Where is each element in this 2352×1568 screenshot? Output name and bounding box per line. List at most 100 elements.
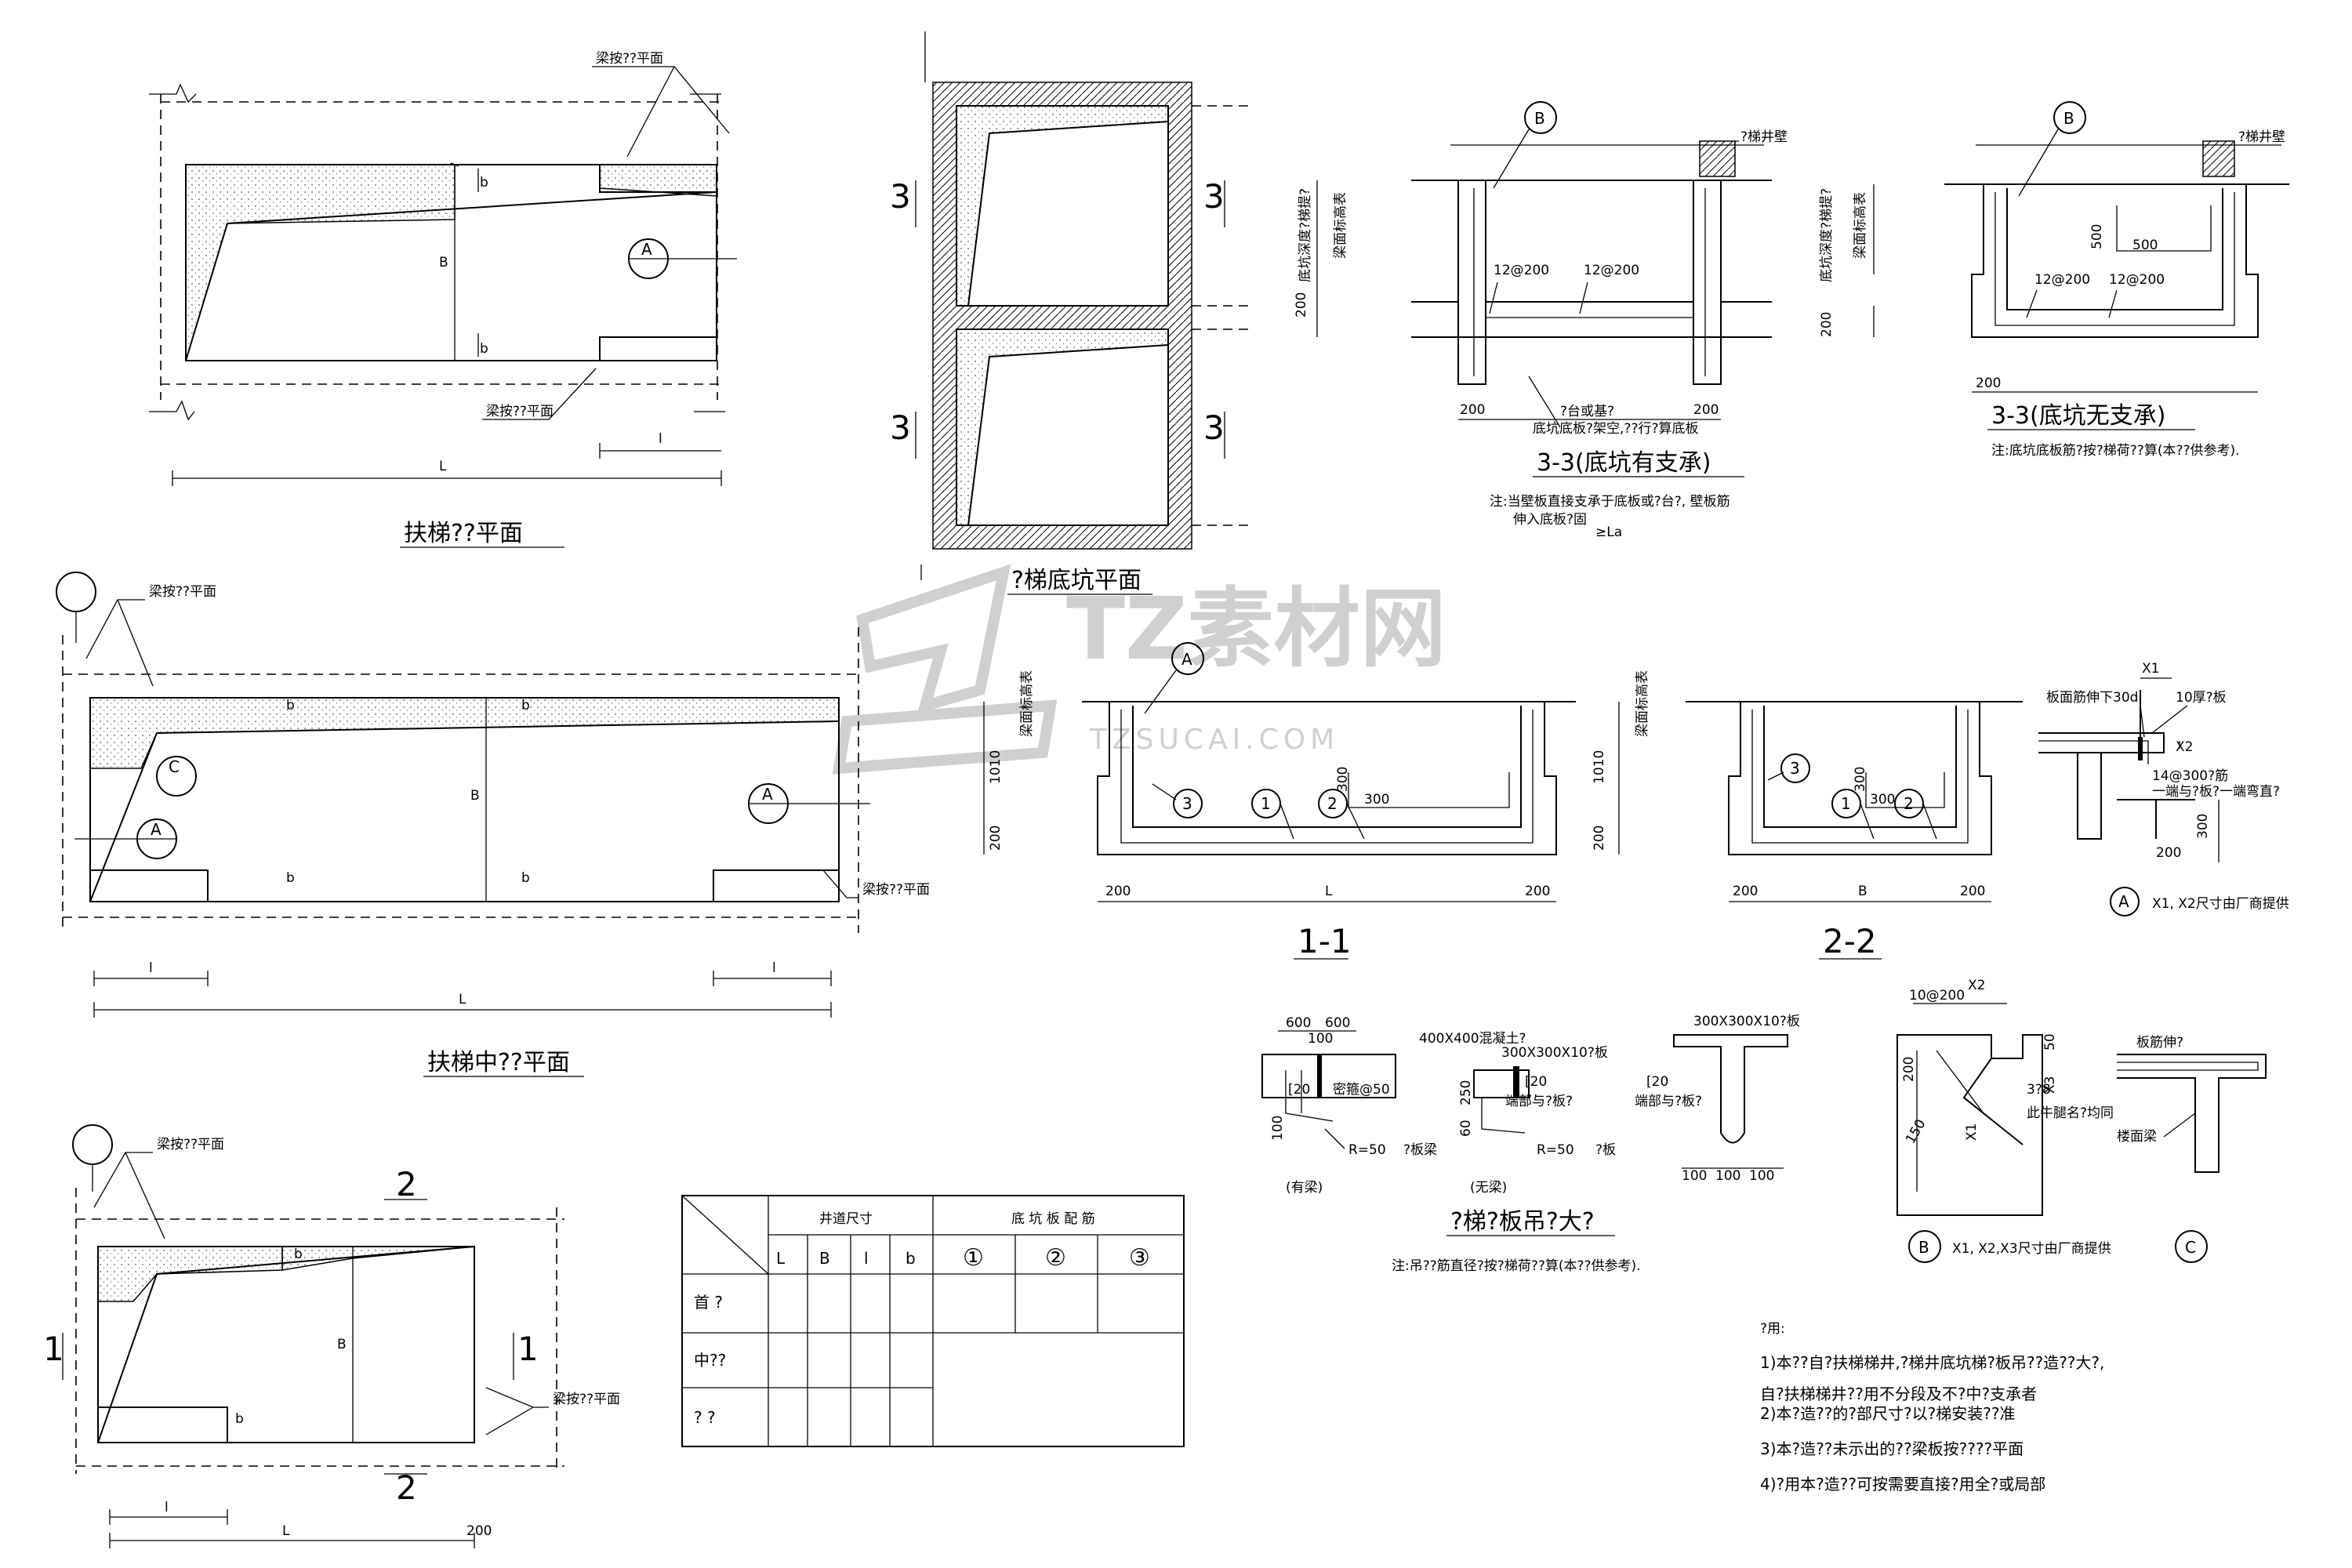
plan-top-title: 扶梯??平面	[404, 520, 523, 547]
detailA-note3: 14@300?筋	[2152, 768, 2228, 784]
detailA-dim300: 300	[2195, 814, 2211, 839]
detailA-note4: 一端与?板?一端弯直?	[2152, 784, 2280, 800]
sec11-note-left: 梁面标高表	[1019, 670, 1035, 737]
plan-mid-dim-b4: b	[521, 870, 530, 886]
sec11-dim300: 300	[1335, 767, 1351, 792]
sec11: 300 300 A 3 1 2 1010 200 梁面标高表 200 L 200…	[983, 642, 1576, 960]
plan-bottom-dim200: 200	[466, 1523, 492, 1539]
hook-weld1: 端部与?板?	[1505, 1094, 1573, 1109]
sec33s-note-left2: 梁面标高表	[1333, 192, 1348, 259]
plan-top-dim-l: l	[659, 431, 662, 447]
hook-concrete: 400X400混凝土?	[1419, 1031, 1526, 1047]
sec22: 300 300 3 1 2 1010 200 梁面标高表 200 B 200 2…	[1592, 670, 2023, 960]
detailB-tag: B	[1918, 1238, 1929, 1257]
plan-top-dim-b1: b	[480, 175, 488, 191]
detailA-tag: A	[2118, 892, 2129, 911]
sec22-dim300b: 300	[1870, 792, 1895, 808]
detailB-dim8: 3?8	[2027, 1082, 2051, 1098]
notes-item-1: 1)本??自?扶梯梯井,?梯井底坑梯?板吊??造??大?,	[1760, 1353, 2104, 1372]
notes-item-4: 3)本?造??未示出的??梁板按????平面	[1760, 1439, 2024, 1458]
pit-plan-sec3-br: 3	[1203, 408, 1225, 447]
sec33s-footnote1: 注:当壁板直接支承于底板或?台?, 壁板筋	[1490, 494, 1730, 510]
sec22-title: 2-2	[1823, 922, 1877, 960]
detailB-dim200: 200	[1901, 1057, 1917, 1082]
plan-mid-tag-A-right: A	[762, 785, 773, 804]
sec11-title: 1-1	[1298, 922, 1352, 960]
sec11-dim200-r: 200	[1525, 884, 1550, 899]
plan-top: B b b A 梁按??平面 梁按??平面 L l 扶梯??平面	[149, 51, 737, 548]
axis-circle-bottom	[72, 1124, 113, 1165]
detailC-note2: 楼面梁	[2117, 1129, 2157, 1145]
hook-dim600b: 600	[1325, 1015, 1350, 1031]
hook-dims100-0: 100	[1682, 1168, 1707, 1184]
sec22-dim-B: B	[1858, 884, 1867, 899]
notes-item-3: 2)本?造??的?部尺寸?以?梯安装??准	[1760, 1404, 2015, 1423]
pit-plan-title: ?梯底坑平面	[1011, 567, 1142, 594]
table-col-L: L	[776, 1249, 786, 1268]
hook-dims100-1: 100	[1715, 1168, 1740, 1184]
sec22-note-left: 梁面标高表	[1635, 670, 1650, 737]
hook-dim250: 250	[1458, 1080, 1474, 1105]
sec33u-wall-label: ?梯井壁	[2238, 129, 2285, 145]
notes-title: ?用:	[1760, 1321, 1785, 1337]
hook-plate2: 300X300X10?板	[1693, 1014, 1800, 1029]
hook-footnote: 注:吊??筋直径?按?梯荷??算(本??供参考).	[1392, 1258, 1641, 1274]
sec33u-dim200: 200	[1976, 376, 2001, 391]
hook-r50a: R=50	[1348, 1142, 1386, 1158]
table-col-B: B	[819, 1249, 830, 1268]
sec22-dim200: 200	[1592, 826, 1607, 851]
sec11-dim1010: 1010	[988, 750, 1004, 784]
sec22-dim300a: 300	[1853, 767, 1868, 792]
sec33s-note-left: 底坑深度?梯提?	[1298, 188, 1313, 282]
plan-bottom: B b b 梁按??平面 梁按??平面 1 1 2 2 l L 200	[43, 1124, 620, 1548]
hook-bar20b: [20	[1525, 1074, 1547, 1090]
notes-item-5: 4)?用本?造??可按需要直接?用全?或局部	[1760, 1475, 2045, 1494]
plan-top-dim-L: L	[439, 459, 447, 474]
sec11-bar2: 2	[1327, 794, 1338, 813]
hook-detail: 600 600 100 [20 密箍@50 R=50 ?板梁 100 (有梁) …	[1261, 1014, 1800, 1274]
detailC-tag: C	[2185, 1238, 2196, 1257]
sec33u-note-left: 底坑深度?梯提?	[1819, 188, 1835, 282]
hook-dim100: 100	[1308, 1031, 1333, 1047]
plan-bottom-beam-note-bottom: 梁按??平面	[553, 1392, 620, 1407]
detailB-dim50: 50	[2042, 1033, 2058, 1051]
sec33u-dim500b: 500	[2132, 238, 2158, 253]
pit-plan-sec3-bl: 3	[890, 408, 911, 447]
detailA-note2: 10厚?板	[2176, 690, 2227, 706]
hook-bar20c: [20	[1646, 1074, 1668, 1090]
hook-board2: ?板	[1595, 1142, 1616, 1158]
detailA-X1: X1	[2142, 661, 2159, 677]
table-col-1: ①	[963, 1244, 984, 1272]
plan-mid-dim-l1: l	[149, 960, 153, 976]
plan-top-beam-note-bottom: 梁按??平面	[486, 404, 554, 419]
table-col-b: b	[906, 1249, 916, 1268]
sec33-supported: ?梯井壁 B 12@200 12@200 200 底坑深度?梯提? 梁面标高表 …	[1294, 101, 1788, 540]
hook-label-beam: (有梁)	[1286, 1180, 1323, 1196]
sec33s-note-bottom2: 底坑底板?架空,??行?算底板	[1533, 421, 1699, 437]
hook-title: ?梯?板吊?大?	[1450, 1208, 1595, 1236]
detailA-note1: 板面筋伸下30d	[2046, 690, 2138, 706]
plan-bottom-dim-b2: b	[235, 1411, 244, 1427]
pit-plan: 3 3 3 3 ?梯底坑平面	[890, 31, 1254, 595]
hook-bar20a: [20	[1288, 1082, 1310, 1098]
watermark-logo-icon	[832, 564, 1058, 775]
detail-b: 10@200 X2 200 150 50 X3 3?8 此牛腿名?均同 X1 B…	[1896, 978, 2114, 1263]
sec11-tag-A: A	[1181, 650, 1192, 669]
hook-dim60: 60	[1458, 1120, 1474, 1137]
sec33s-title: 3-3(底坑有支承)	[1537, 449, 1711, 477]
detailA-caption: X1, X2尺寸由厂商提供	[2152, 896, 2289, 912]
plan-top-beam-note-top: 梁按??平面	[596, 51, 663, 67]
sec33s-dim200-r: 200	[1693, 402, 1719, 418]
hook-weld2: 端部与?板?	[1635, 1094, 1702, 1109]
sec33s-bar2: 12@200	[1584, 263, 1639, 278]
detail-a: X1 X2 板面筋伸下30d 10厚?板 14@300?筋 一端与?板?一端弯直…	[2038, 661, 2289, 916]
plan-mid-dim-b2: b	[521, 698, 530, 713]
detailA-dim200: 200	[2156, 845, 2181, 861]
watermark: TZ素材网 TZSUCAI.COM	[832, 564, 1446, 775]
sec22-dim1010: 1010	[1592, 750, 1607, 784]
sec11-dim-L: L	[1325, 884, 1333, 899]
plan-mid-beam-note-bottom: 梁按??平面	[862, 882, 930, 898]
sec33s-note-bottom1: ?台或基?	[1560, 404, 1614, 419]
hook-dims100-2: 100	[1749, 1168, 1774, 1184]
